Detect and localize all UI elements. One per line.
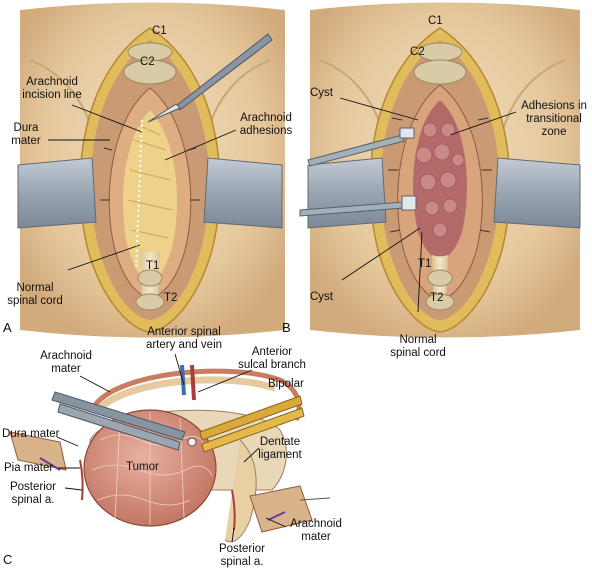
label-a-incision-line1: Arachnoid (26, 76, 78, 88)
label-c-asb-line2: sulcal branch (238, 359, 306, 371)
label-a-t2: T2 (164, 292, 178, 304)
label-c-dentate-line1: Dentate (259, 436, 301, 448)
label-a-dura-mater: Dura mater (6, 122, 46, 148)
label-c-arachnoid-mater-right: Arachnoid mater (286, 518, 346, 544)
label-a-cord-line1: Normal (16, 282, 54, 294)
label-c-asav-line1: Anterior spinal (147, 326, 221, 338)
label-b-cord-line2: spinal cord (390, 347, 446, 359)
label-a-c2: C2 (140, 56, 155, 68)
label-a-arachnoid-incision: Arachnoid incision line (4, 76, 100, 102)
label-a-t1: T1 (146, 260, 160, 272)
label-a-arachnoid-adhesions: Arachnoid adhesions (236, 112, 296, 138)
label-b-cyst-bottom: Cyst (310, 291, 333, 303)
label-b-c2: C2 (410, 46, 425, 58)
label-c-bipolar: Bipolar (268, 378, 304, 390)
label-c-dentate-line2: ligament (258, 449, 302, 461)
label-c-arach2-line1: Arachnoid (290, 518, 342, 530)
label-c-dentate-ligament: Dentate ligament (252, 436, 308, 462)
panel-a-illustration (17, 2, 285, 338)
label-b-adh-line1: Adhesions in (521, 100, 587, 112)
label-b-c1: C1 (428, 15, 443, 27)
label-a-dura-line1: Dura (13, 122, 39, 134)
panel-b-letter: B (282, 320, 291, 335)
label-c-arachnoid-mater: Arachnoid mater (36, 350, 96, 376)
panel-a-leader-lines (48, 104, 237, 271)
label-b-adhesions-transitional: Adhesions in transitional zone (516, 100, 592, 139)
label-c-psa2-line1: Posterior (218, 543, 266, 555)
label-c-psa2-line2: spinal a. (220, 556, 264, 568)
label-c-arach2-line2: mater (301, 531, 331, 543)
label-b-adh-line2: transitional (526, 113, 582, 125)
label-b-cyst-top: Cyst (310, 87, 333, 99)
label-c-psa-line1: Posterior (9, 481, 57, 493)
panel-c-letter: C (3, 552, 13, 567)
label-a-c1: C1 (152, 25, 167, 37)
panel-c-leader-lines (56, 353, 287, 543)
label-a-adh-line1: Arachnoid (240, 112, 292, 124)
label-c-tumor: Tumor (126, 461, 159, 473)
label-c-arach-line1: Arachnoid (40, 350, 92, 362)
label-c-asav-line2: artery and vein (145, 339, 223, 351)
label-b-t1: T1 (418, 258, 432, 270)
label-c-posterior-spinal-a-left: Posterior spinal a. (2, 481, 64, 507)
label-b-adh-line3: zone (541, 126, 567, 138)
panel-b-leader-lines (339, 97, 517, 313)
label-c-anterior-spinal-artery-vein: Anterior spinal artery and vein (136, 326, 232, 352)
label-a-dura-line2: mater (11, 135, 41, 147)
label-c-anterior-sulcal-branch: Anterior sulcal branch (232, 346, 312, 372)
panel-b-illustration (299, 2, 581, 338)
label-a-adh-line2: adhesions (239, 125, 293, 137)
label-a-incision-line2: incision line (22, 89, 82, 101)
label-a-cord-line2: spinal cord (7, 295, 63, 307)
label-c-asb-line1: Anterior (251, 346, 293, 358)
label-a-normal-spinal-cord: Normal spinal cord (2, 282, 68, 308)
label-c-psa-line2: spinal a. (11, 494, 55, 506)
label-b-cord-line1: Normal (399, 334, 437, 346)
label-c-dura-mater: Dura mater (2, 428, 60, 440)
label-b-t2: T2 (430, 292, 444, 304)
label-c-arach-line2: mater (51, 363, 81, 375)
panel-c-illustration (9, 364, 331, 543)
label-b-normal-spinal-cord: Normal spinal cord (382, 334, 454, 360)
label-c-pia-mater: Pia mater (4, 462, 54, 474)
label-c-posterior-spinal-a-right: Posterior spinal a. (212, 543, 272, 569)
panel-a-letter: A (3, 320, 12, 335)
